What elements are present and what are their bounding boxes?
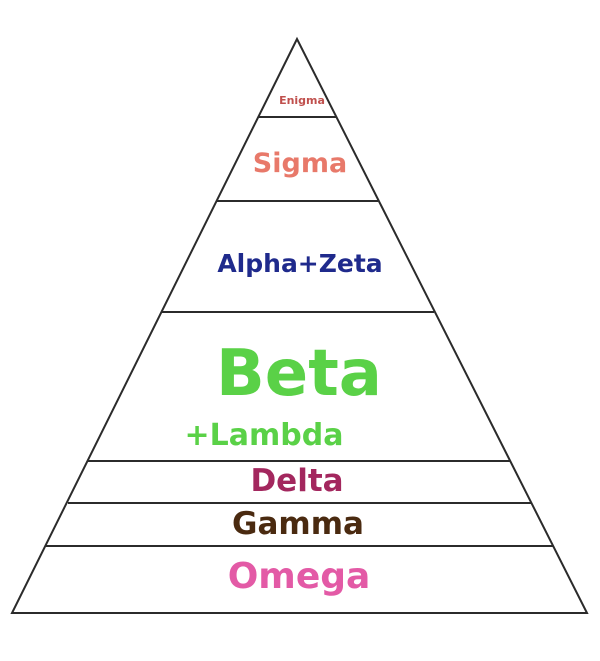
level-lambda-label: +Lambda [184, 418, 344, 453]
level-gamma-label: Gamma [232, 506, 364, 542]
level-sigma-label: Sigma [252, 148, 348, 179]
level-beta-label: Beta [216, 337, 382, 411]
level-delta-label: Delta [250, 463, 344, 499]
level-enigma-label: Enigma [279, 94, 325, 107]
level-omega-label: Omega [227, 556, 371, 597]
level-alpha-zeta-label: Alpha+Zeta [217, 249, 383, 278]
pyramid-triangle [10, 36, 589, 614]
